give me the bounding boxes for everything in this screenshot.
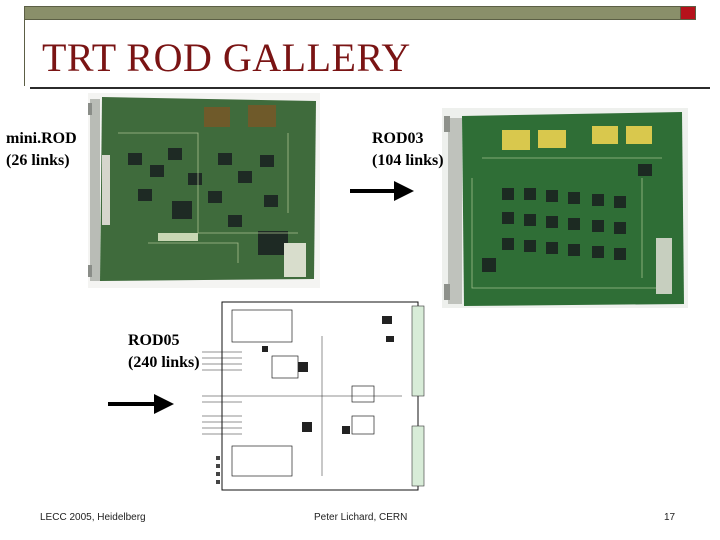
rod03-board-photo [442, 108, 688, 308]
rod05-label: ROD05 (240 links) [128, 330, 200, 374]
minirod-label: mini.ROD (26 links) [6, 128, 77, 172]
footer-page-number: 17 [664, 512, 676, 523]
rod05-board-drawing [202, 296, 436, 496]
right-arrow-icon [350, 181, 414, 201]
top-decor-bar [24, 6, 696, 20]
mini-rod-board-photo [88, 93, 320, 288]
rod03-label: ROD03 (104 links) [372, 128, 444, 172]
top-bar-marker [680, 7, 695, 19]
minirod-links: (26 links) [6, 152, 70, 169]
footer-author: Peter Lichard, CERN [314, 512, 408, 523]
rod03-links: (104 links) [372, 152, 444, 169]
footer-conference: LECC 2005, Heidelberg [40, 512, 146, 523]
rod03-name: ROD03 [372, 130, 424, 147]
right-arrow-icon [108, 394, 174, 414]
left-decor-rule [24, 20, 25, 86]
slide-title: TRT ROD GALLERY [42, 35, 411, 80]
title-underline [30, 87, 710, 89]
rod05-name: ROD05 [128, 332, 180, 349]
rod05-links: (240 links) [128, 354, 200, 371]
minirod-name: mini.ROD [6, 130, 77, 147]
